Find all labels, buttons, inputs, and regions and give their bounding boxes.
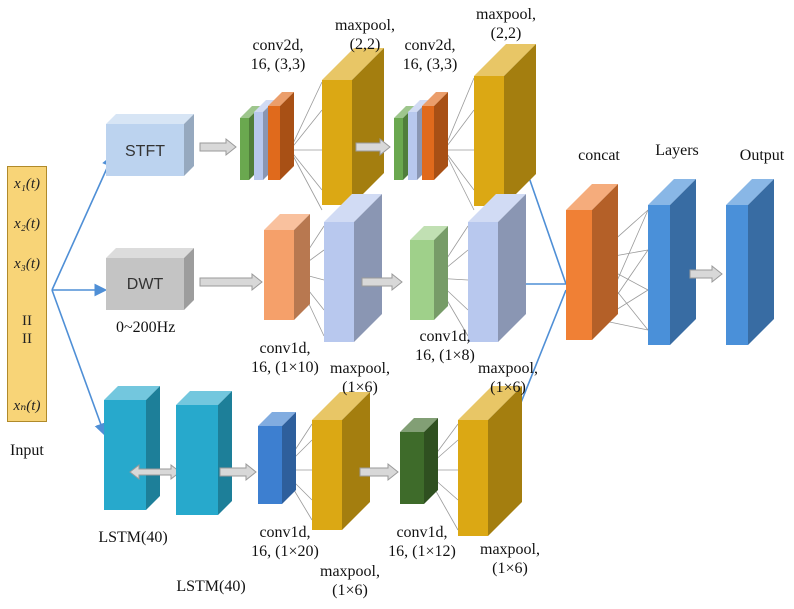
stft-pool1 <box>322 48 384 205</box>
stft-pool2 <box>474 44 536 206</box>
arrow-dwt-pool1-conv2 <box>361 272 403 292</box>
dwt-box-label: DWT <box>126 276 164 293</box>
input-cell-x1: x₁(t) <box>13 176 41 192</box>
dwt-pool2-label: maxpool, (1×6) <box>478 360 538 396</box>
stft-box-label: STFT <box>125 143 165 160</box>
lstm-conv1 <box>258 412 296 504</box>
lstm1-label: LSTM(40) <box>98 529 168 546</box>
dwt-conv2 <box>410 226 448 320</box>
lstm-pool1 <box>312 392 370 530</box>
lstm-conv1-label: conv1d, 16, (1×20) <box>251 524 319 560</box>
dwt-pool1-label: maxpool, (1×6) <box>330 360 390 396</box>
input-cell-xn: xₙ(t) <box>13 398 41 414</box>
lstm-conv2 <box>400 418 438 504</box>
concat-layer <box>566 184 618 340</box>
concat-label: concat <box>578 147 620 164</box>
dwt-pool2 <box>468 194 526 342</box>
connector-input-stft <box>51 154 114 291</box>
lstm2-label: LSTM(40) <box>176 578 246 595</box>
stft-conv2-label: conv2d, 16, (3,3) <box>402 37 458 73</box>
stft-fan2 <box>443 77 475 211</box>
lstm-conv2-label: conv1d, 16, (1×12) <box>388 524 456 560</box>
lstm1-layer <box>104 386 160 510</box>
lstm-pool2-label: maxpool, (1×6) <box>480 541 540 577</box>
input-label: Input <box>10 442 44 459</box>
dwt-conv1-label: conv1d, 16, (1×10) <box>251 340 319 376</box>
dwt-pool1 <box>324 194 382 342</box>
input-cell-x3: x₃(t) <box>13 256 41 272</box>
stft-pool2-label: maxpool, (2,2) <box>476 6 536 42</box>
dwt-conv2-label: conv1d, 16, (1×8) <box>415 328 475 364</box>
output-block <box>726 179 774 345</box>
dwt-band-label: 0~200Hz <box>116 319 176 336</box>
stft-conv2-orange <box>422 92 448 180</box>
layers-block <box>648 179 696 345</box>
lstm2-layer <box>176 391 232 515</box>
layers-label: Layers <box>655 142 699 159</box>
output-label: Output <box>739 147 785 164</box>
lstm-pool2 <box>458 386 522 536</box>
input-column <box>7 166 47 422</box>
stft-fan1 <box>289 81 323 211</box>
stft-conv1-label: conv2d, 16, (3,3) <box>250 37 306 73</box>
dwt-box <box>106 248 194 310</box>
stft-conv1-orange <box>268 92 294 180</box>
input-cell-x2: x₂(t) <box>13 216 41 232</box>
stft-pool1-label: maxpool, (2,2) <box>335 17 395 53</box>
input-cell-ellipsis: II II <box>22 313 32 347</box>
arrow-layers-output <box>689 264 723 284</box>
connector-input-lstm <box>51 289 107 437</box>
arrow-lstm-pool1-conv2 <box>359 462 399 482</box>
arrow-stft-pool1-conv2 <box>355 137 391 157</box>
arrow-dwt-to-conv <box>199 272 263 292</box>
dwt-conv1 <box>264 214 310 320</box>
arrow-lstm2-conv1 <box>219 462 257 482</box>
stft-box <box>106 114 194 176</box>
lstm-pool1-label: maxpool, (1×6) <box>320 563 380 599</box>
arrow-stft-to-conv <box>199 137 237 157</box>
